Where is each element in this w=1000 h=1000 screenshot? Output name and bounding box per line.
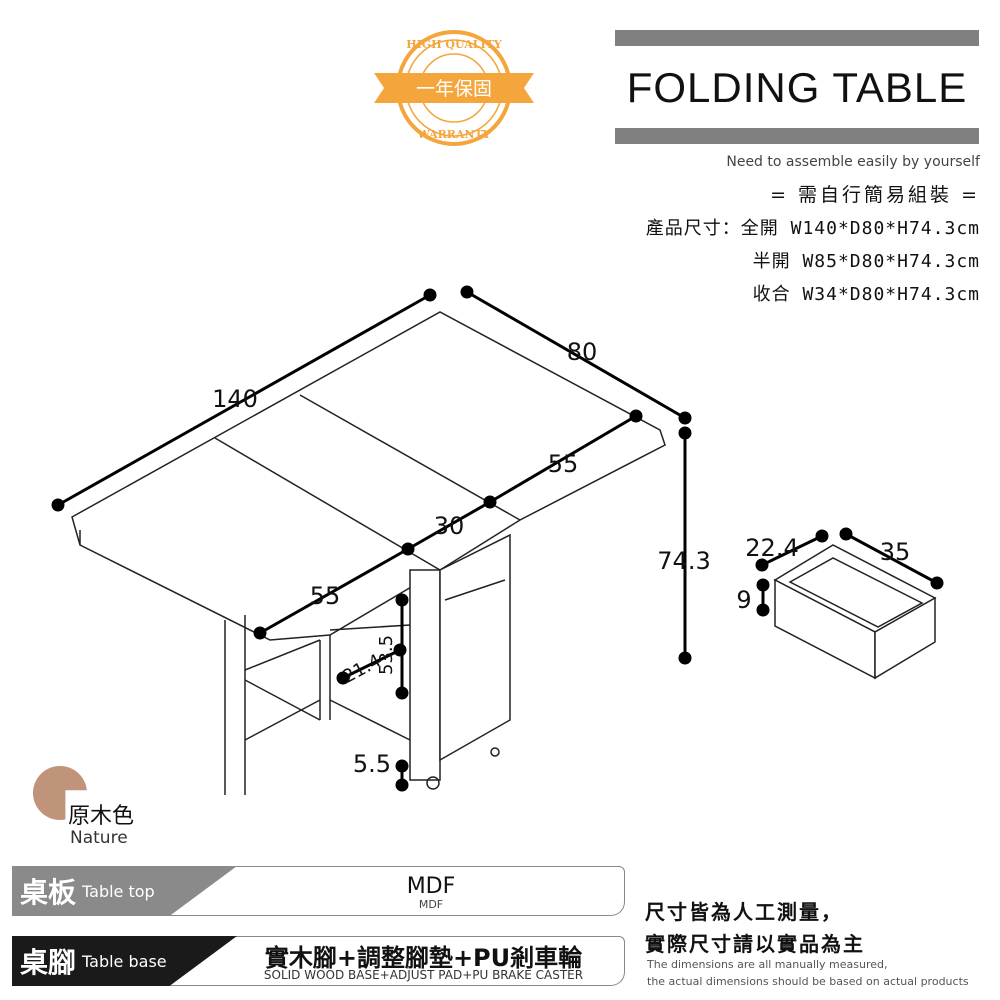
table-diagram: 140 80 55 30 55 74.3 5.5 22.4 35 9 21.4 … [51,285,944,795]
dim-length: 140 [212,385,258,413]
size-half: 半開 W85*D80*H74.3cm [752,251,980,272]
part-label: 桌腳 [20,946,77,979]
note-line-2: 實際尺寸請以實品為主 [645,932,865,956]
dim-drawer-width: 22.4 [745,534,798,562]
size-full: 產品尺寸：全開 W140*D80*H74.3cm [645,218,980,239]
dim-height: 74.3 [657,547,710,575]
header-bar-bottom [615,128,979,144]
badge-top-text: HIGH QUALITY [406,38,502,51]
material-main: MDF [406,874,456,899]
dim-drawer-height: 9 [736,586,751,614]
size-folded: 收合 W34*D80*H74.3cm [752,284,980,305]
note-en-1: The dimensions are all manually measured… [647,958,888,971]
assembly-note: = 需自行簡易組裝 = [770,184,980,206]
material-main: 實木腳+調整腳墊+PU剎車輪 [264,944,583,972]
dim-depth: 80 [567,338,598,366]
note-en-2: the actual dimensions should be based on… [647,975,969,988]
dim-clearance: 5.5 [353,750,391,778]
material-sub: SOLID WOOD BASE+ADJUST PAD+PU BRAKE CAST… [263,968,584,982]
part-label-en: Table base [82,951,167,971]
part-label-en: Table top [82,881,155,901]
dim-drawer-depth: 35 [880,538,911,566]
badge-center-text: 一年保固 [416,78,492,100]
header-bar-top [615,30,979,46]
color-name: 原木色 [68,804,135,829]
warranty-badge: HIGH QUALITY 一年保固 WARRANTY [374,30,534,146]
dim-leaf-upper: 55 [548,450,579,478]
material-sub: MDF [418,898,444,911]
subtitle: Need to assemble easily by yourself [726,154,980,170]
note-line-1: 尺寸皆為人工測量， [645,900,843,924]
page-title: FOLDING TABLE [626,64,968,111]
dim-leaf-lower: 55 [310,582,341,610]
badge-bottom-text: WARRANTY [416,128,490,141]
color-name-en: Nature [70,828,128,848]
dim-shelf-height: 53.5 [376,635,397,675]
part-label: 桌板 [20,876,77,909]
dim-center: 30 [434,512,465,540]
